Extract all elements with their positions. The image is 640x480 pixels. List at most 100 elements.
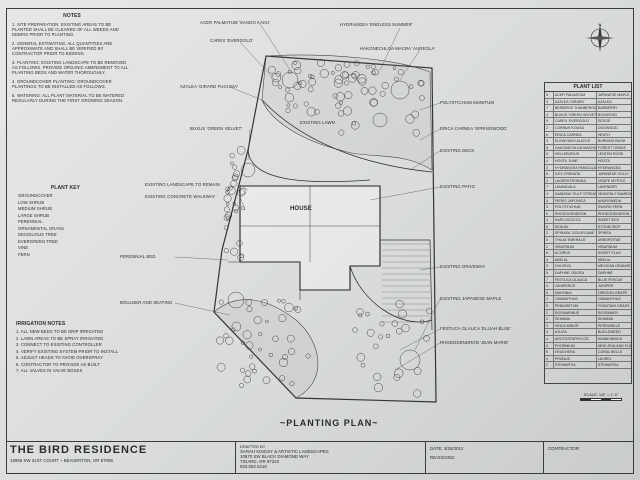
plant-symbol [418,80,425,87]
leader-line [247,128,251,161]
plant-common: OSMANTHUS [597,297,621,302]
leader-line [239,184,249,191]
plant-common: HEAVENLY BAMBOO [597,191,631,196]
plant-qty: 3 [545,138,554,144]
plant-symbol [352,327,358,333]
plant-common: SWEET FLAG [597,251,621,256]
leader-line [414,298,441,351]
plant-symbol [289,381,295,387]
plant-botanical: SKIMMIA [554,316,597,322]
plant-symbol [240,340,245,345]
plant-symbol [245,341,254,350]
residence-cell: THE BIRD RESIDENCE 15965 SW 31ST COURT ~… [6,442,236,474]
residence-name: THE BIRD RESIDENCE [10,444,148,456]
plant-qty: 5 [545,270,554,276]
plant-common: BUGLEWEED [597,330,621,335]
irrigation-notes: IRRIGATION NOTES 1. ALL NEW BEDS TO BE D… [16,322,136,375]
title-block: THE BIRD RESIDENCE 15965 SW 31ST COURT ~… [6,441,634,474]
plant-common: ROSEMARY [597,310,619,315]
plant-symbol [236,146,246,155]
plant-botanical: OSMANTHUS [554,296,597,302]
plant-symbol [360,87,369,95]
plant-symbol [308,73,313,79]
plant-common: CORAL BELLS [597,350,623,355]
plant-common: DOGWOOD [597,125,618,130]
plant-symbol [423,335,430,342]
front-planting-bed [213,299,319,399]
plant-symbol [373,383,383,393]
plant-label: ERICA CARNEA 'SPRINGWOOD' [440,126,508,131]
plant-botanical: HELLEBORUS [554,151,597,157]
plant-key-item: ORNAMENTAL GRASS [18,225,65,231]
plant-common: SKIMMIA [597,317,613,322]
plant-symbol [282,354,288,360]
plant-qty: 5 [545,197,554,204]
plant-key-item: VINE [18,245,29,250]
plant-qty: 3 [545,204,554,210]
plant-symbol [417,79,425,87]
plant-symbol [293,61,297,65]
plant-label: PERENNIAL BED [120,254,156,259]
deck-label: EXISTING DECK [440,148,475,153]
plant-botanical: CHOISYA [554,263,597,270]
north-arrow-icon: N [586,22,614,52]
plant-symbol [216,336,224,345]
leader-line [419,128,441,141]
plant-symbol [365,311,370,317]
landscape-label: EXISTING LANDSCAPE TO REMAIN [145,182,220,187]
plant-symbol [343,61,351,68]
plant-symbol [334,64,342,72]
plant-common: SPIREA [597,231,611,236]
plant-symbol [239,382,245,388]
plant-qty: 7 [545,105,554,111]
plant-symbol [368,86,377,95]
plant-symbol [232,164,238,170]
plant-symbol [223,225,229,231]
plant-botanical: PENNISETUM [554,303,597,309]
plant-symbol [278,314,287,323]
plant-qty: 3 [545,230,554,237]
plant-symbol [262,376,271,384]
plant-symbol [303,101,309,107]
plant-botanical: THUJA 'EMERALD' [554,237,597,243]
plant-qty: 4 [545,355,554,362]
plant-common: AZALEA [597,99,612,104]
plant-common: KINNIKINNICK [597,336,622,341]
plant-symbol [245,299,253,306]
plant-qty: 6 [545,349,554,355]
irrigation-item: 2. LAWN AREAS TO BE SPRAY IRRIGATED [16,335,104,341]
plant-symbol [284,87,290,93]
plant-botanical: AZALEA 'GIRARD' [554,98,597,105]
plant-common: JAPANESE MAPLE [597,93,630,97]
leader-line [409,150,441,171]
plant-qty: 4 [545,316,554,322]
plant-symbol [284,302,294,313]
plant-symbol [225,336,234,345]
leader-line [239,196,246,211]
leader-line [229,86,263,101]
plant-symbol [240,367,246,373]
plant-label: HAKONECHLOA MACRA 'AUREOLA' [360,46,436,51]
plant-symbol [227,291,245,309]
plant-symbol [378,334,384,340]
plant-symbol [342,71,349,79]
irrigation-item: 4. VERIFY EXISTING SYSTEM PRIOR TO INSTA… [16,348,119,354]
plant-botanical: HOSTA 'JUNE' [554,157,597,164]
plant-common: ANDROMEDA [597,198,622,203]
plant-botanical: LAGERSTROEMIA [554,177,597,184]
note-item: 5. WATERING: ALL PLANT MATERIAL TO BE WA… [12,93,125,103]
plant-symbol [397,309,407,319]
plant-symbol [216,362,226,372]
